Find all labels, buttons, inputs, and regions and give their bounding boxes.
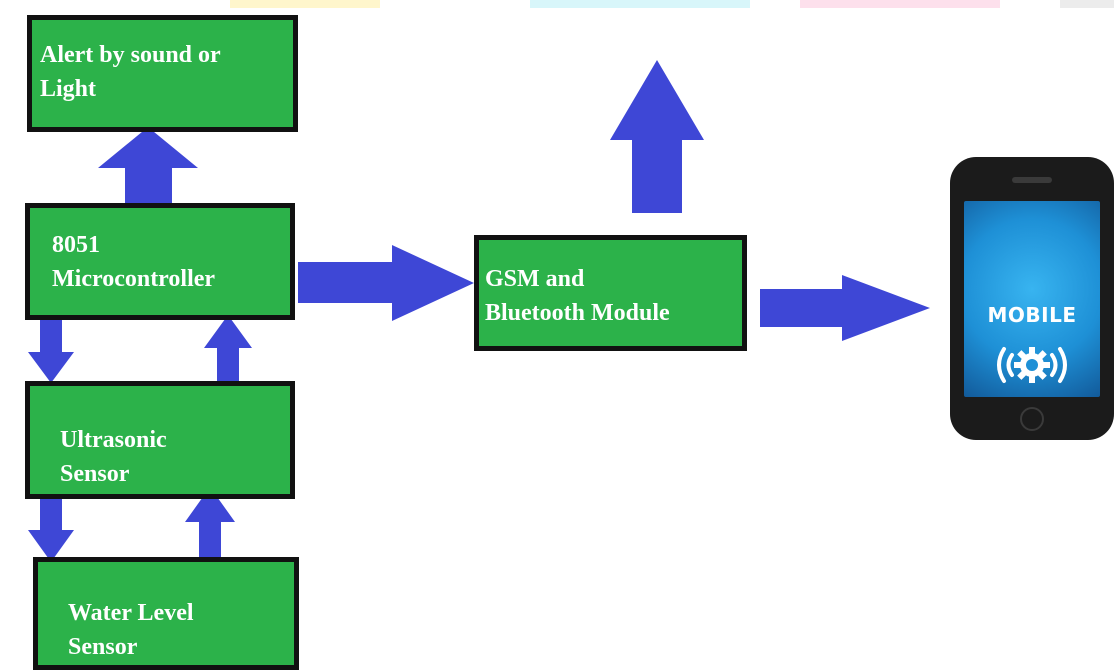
alert-label-line2: Light [40, 76, 97, 102]
alert-label-line1: Alert by sound or [40, 42, 221, 68]
arrow-ultrasonic-to-mcu [204, 315, 252, 383]
arrow-water-to-ultrasonic [185, 487, 235, 560]
ultrasonic-block: Ultrasonic Sensor [25, 381, 295, 499]
gsm-label-line2: Bluetooth Module [485, 300, 670, 326]
phone-home-button [1020, 407, 1044, 431]
arrow-to-mobile [760, 275, 930, 341]
water-level-label-line1: Water Level [68, 600, 194, 626]
ultrasonic-label-line2: Sensor [60, 461, 130, 487]
arrow-ultrasonic-to-water [28, 496, 74, 562]
water-level-label-line2: Sensor [68, 634, 138, 660]
mobile-phone: MOBILE [950, 157, 1114, 440]
water-level-block: Water Level Sensor [33, 557, 299, 670]
phone-screen: MOBILE [964, 201, 1100, 397]
top-decoration-pink [800, 0, 1000, 8]
gsm-label-line1: GSM and [485, 266, 585, 292]
top-decoration-yellow [230, 0, 380, 8]
top-decoration-cyan [530, 0, 750, 8]
gsm-bluetooth-block: GSM and Bluetooth Module [474, 235, 747, 351]
alert-block: Alert by sound or Light [27, 15, 298, 132]
microcontroller-label-line1: 8051 [52, 232, 100, 258]
microcontroller-block: 8051 Microcontroller [25, 203, 295, 320]
arrow-gsm-up [610, 60, 704, 213]
phone-speaker [1012, 177, 1052, 183]
arrow-to-gsm [298, 245, 474, 321]
ultrasonic-label-line1: Ultrasonic [60, 427, 167, 453]
top-decoration-gray [1060, 0, 1114, 8]
microcontroller-label-line2: Microcontroller [52, 266, 216, 292]
mobile-label: MOBILE [987, 303, 1077, 327]
arrow-mcu-to-ultrasonic [28, 318, 74, 383]
arrow-to-alert [98, 127, 198, 203]
gear-signal-icon [982, 337, 1082, 393]
